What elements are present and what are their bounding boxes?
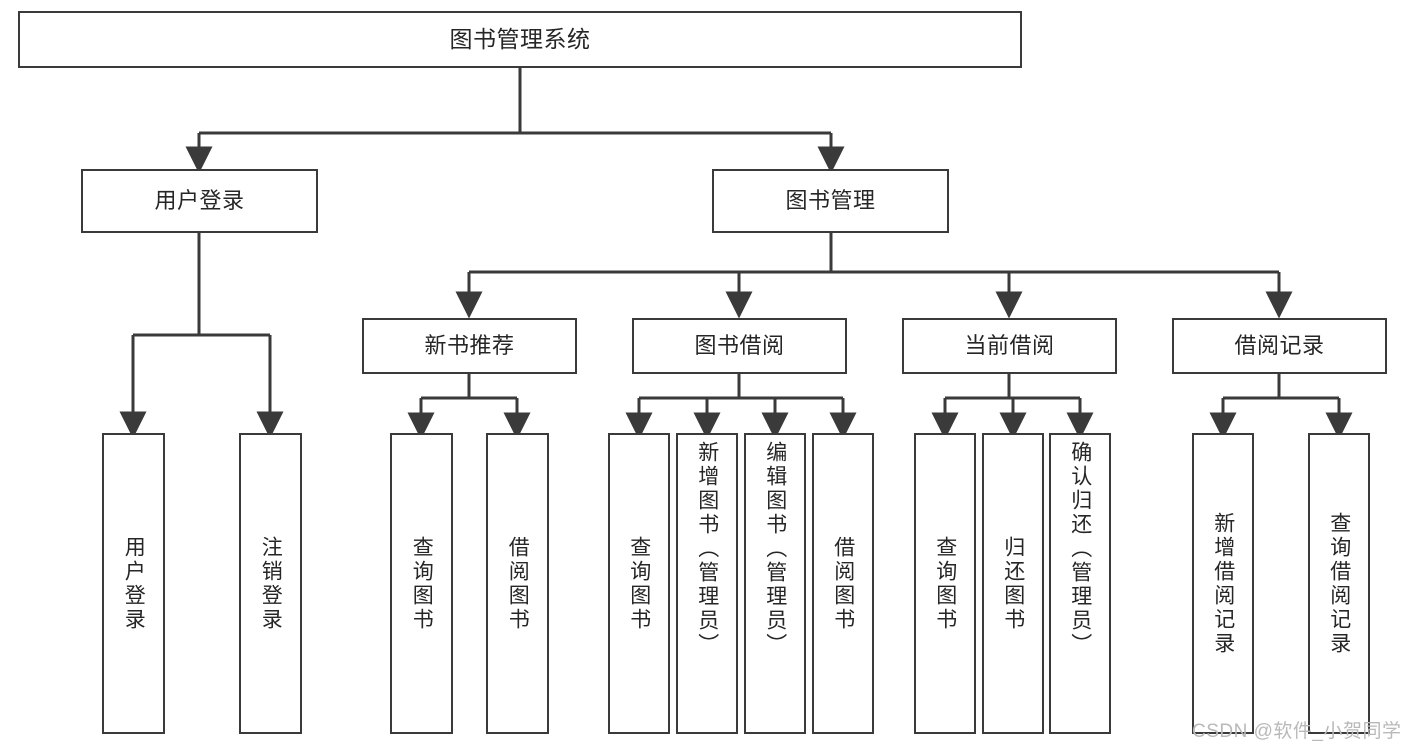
leaf-query-book-newbook-label: 查询图书 — [410, 535, 434, 632]
leaf-borrow-book-newbook[interactable]: 借阅图书 — [486, 433, 549, 734]
leaf-borrow-book-borrow-label: 借阅图书 — [831, 535, 855, 632]
leaf-borrow-book-borrow[interactable]: 借阅图书 — [812, 433, 874, 734]
node-new-book-recommend-label: 新书推荐 — [424, 333, 515, 359]
node-book-borrow-label: 图书借阅 — [694, 333, 785, 359]
leaf-logout-label: 注销登录 — [259, 535, 283, 632]
leaf-query-book-newbook[interactable]: 查询图书 — [390, 433, 453, 734]
node-current-borrow[interactable]: 当前借阅 — [902, 318, 1117, 374]
node-borrow-record[interactable]: 借阅记录 — [1172, 318, 1387, 374]
leaf-query-book-borrow[interactable]: 查询图书 — [608, 433, 670, 734]
leaf-add-borrow-record-label: 新增借阅记录 — [1211, 511, 1235, 656]
node-book-management[interactable]: 图书管理 — [712, 169, 949, 233]
leaf-confirm-return-admin[interactable]: 确认归还（管理员） — [1049, 433, 1111, 734]
leaf-edit-book-admin[interactable]: 编辑图书（管理员） — [744, 433, 806, 734]
leaf-query-borrow-record-label: 查询借阅记录 — [1327, 511, 1351, 656]
node-user-login-label: 用户登录 — [154, 188, 245, 214]
leaf-query-book-borrow-label: 查询图书 — [627, 535, 651, 632]
leaf-add-book-admin-label: 新增图书（管理员） — [695, 441, 719, 657]
leaf-query-book-current-label: 查询图书 — [933, 535, 957, 632]
leaf-logout[interactable]: 注销登录 — [239, 433, 302, 734]
leaf-borrow-book-newbook-label: 借阅图书 — [506, 535, 530, 632]
node-book-borrow[interactable]: 图书借阅 — [632, 318, 847, 374]
node-root-system[interactable]: 图书管理系统 — [18, 11, 1022, 68]
node-borrow-record-label: 借阅记录 — [1234, 333, 1325, 359]
node-book-management-label: 图书管理 — [785, 188, 876, 214]
csdn-watermark: CSDN @软件_小贺同学 — [1192, 721, 1402, 742]
leaf-add-borrow-record[interactable]: 新增借阅记录 — [1192, 433, 1254, 734]
node-current-borrow-label: 当前借阅 — [964, 333, 1055, 359]
leaf-user-login[interactable]: 用户登录 — [102, 433, 165, 734]
leaf-confirm-return-admin-label: 确认归还（管理员） — [1068, 441, 1092, 657]
leaf-edit-book-admin-label: 编辑图书（管理员） — [763, 441, 787, 657]
leaf-return-book-label: 归还图书 — [1001, 535, 1025, 632]
leaf-return-book[interactable]: 归还图书 — [982, 433, 1044, 734]
leaf-user-login-label: 用户登录 — [122, 535, 146, 632]
node-root-system-label: 图书管理系统 — [449, 25, 591, 52]
leaf-add-book-admin[interactable]: 新增图书（管理员） — [676, 433, 738, 734]
node-user-login[interactable]: 用户登录 — [81, 169, 318, 233]
node-new-book-recommend[interactable]: 新书推荐 — [362, 318, 577, 374]
leaf-query-borrow-record[interactable]: 查询借阅记录 — [1308, 433, 1370, 734]
leaf-query-book-current[interactable]: 查询图书 — [914, 433, 976, 734]
